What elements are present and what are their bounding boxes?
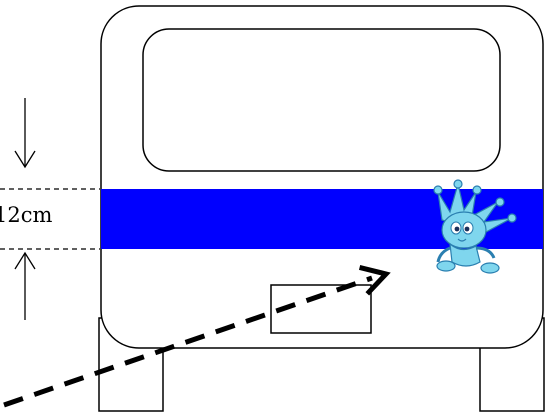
rear-window	[142, 28, 501, 172]
dashed-pointer-arrow	[3, 264, 391, 408]
arrow-up-icon	[14, 251, 36, 320]
arrow-down-icon	[14, 98, 36, 169]
dimension-label: 12cm	[0, 203, 53, 227]
crown-mascot-icon	[433, 179, 517, 274]
